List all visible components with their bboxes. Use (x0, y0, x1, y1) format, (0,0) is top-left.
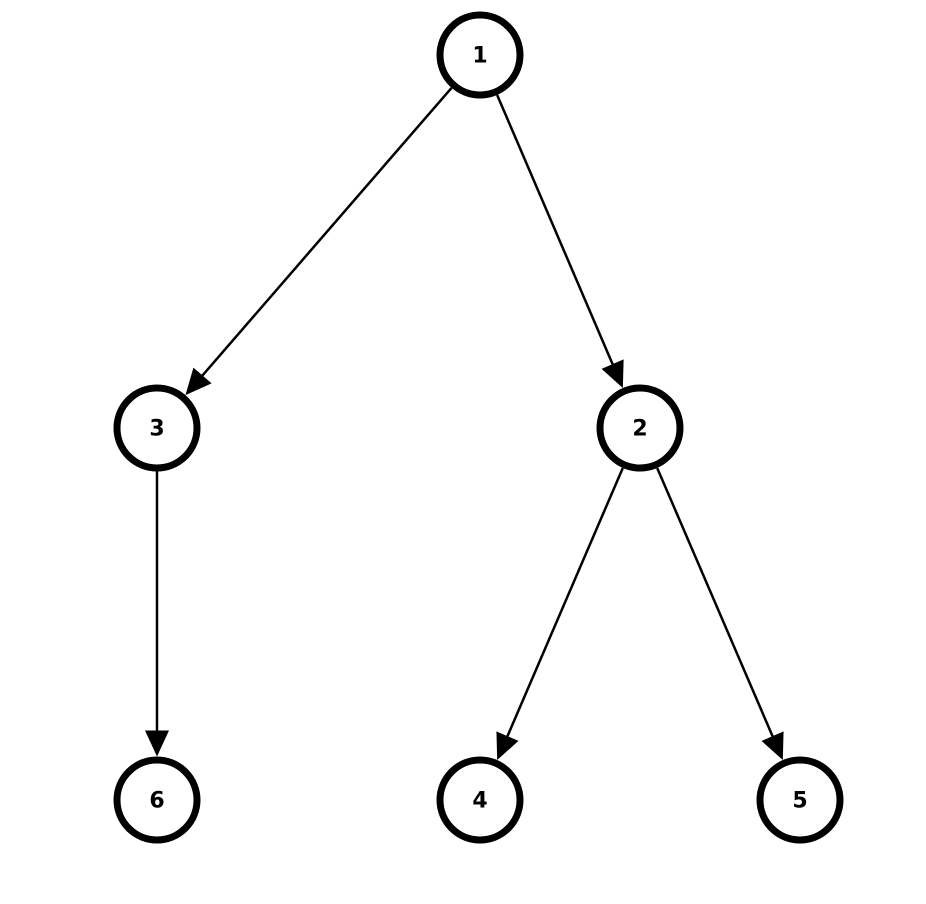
edge-2-to-5 (656, 467, 784, 761)
node-label: 2 (632, 417, 647, 442)
node-circle (436, 756, 524, 844)
node-label: 4 (472, 789, 487, 814)
arrowhead-icon (761, 731, 784, 761)
node-circle (113, 756, 201, 844)
node-label: 1 (472, 44, 487, 69)
node-circle (756, 756, 844, 844)
node-circle (436, 11, 524, 99)
node-6: 6 (113, 756, 201, 844)
node-1: 1 (436, 11, 524, 99)
edge-line (495, 94, 615, 367)
arrowhead-icon (145, 730, 169, 757)
edge-line (200, 87, 453, 378)
nodes-layer: 1 2 3 4 5 6 (113, 11, 844, 844)
edge-1-to-2 (495, 94, 624, 389)
node-3: 3 (113, 384, 201, 472)
edge-1-to-3 (185, 87, 453, 396)
edge-line (656, 467, 775, 739)
edge-3-to-6 (145, 471, 169, 757)
edge-line (505, 467, 624, 739)
node-5: 5 (756, 756, 844, 844)
arrowhead-icon (601, 359, 624, 389)
edges-layer (145, 87, 784, 761)
node-label: 6 (149, 789, 164, 814)
arrowhead-icon (496, 731, 519, 761)
node-circle (596, 384, 684, 472)
node-4: 4 (436, 756, 524, 844)
node-label: 3 (149, 417, 164, 442)
node-label: 5 (792, 789, 807, 814)
node-circle (113, 384, 201, 472)
arrowhead-icon (185, 367, 212, 396)
node-2: 2 (596, 384, 684, 472)
edge-2-to-4 (496, 467, 624, 761)
